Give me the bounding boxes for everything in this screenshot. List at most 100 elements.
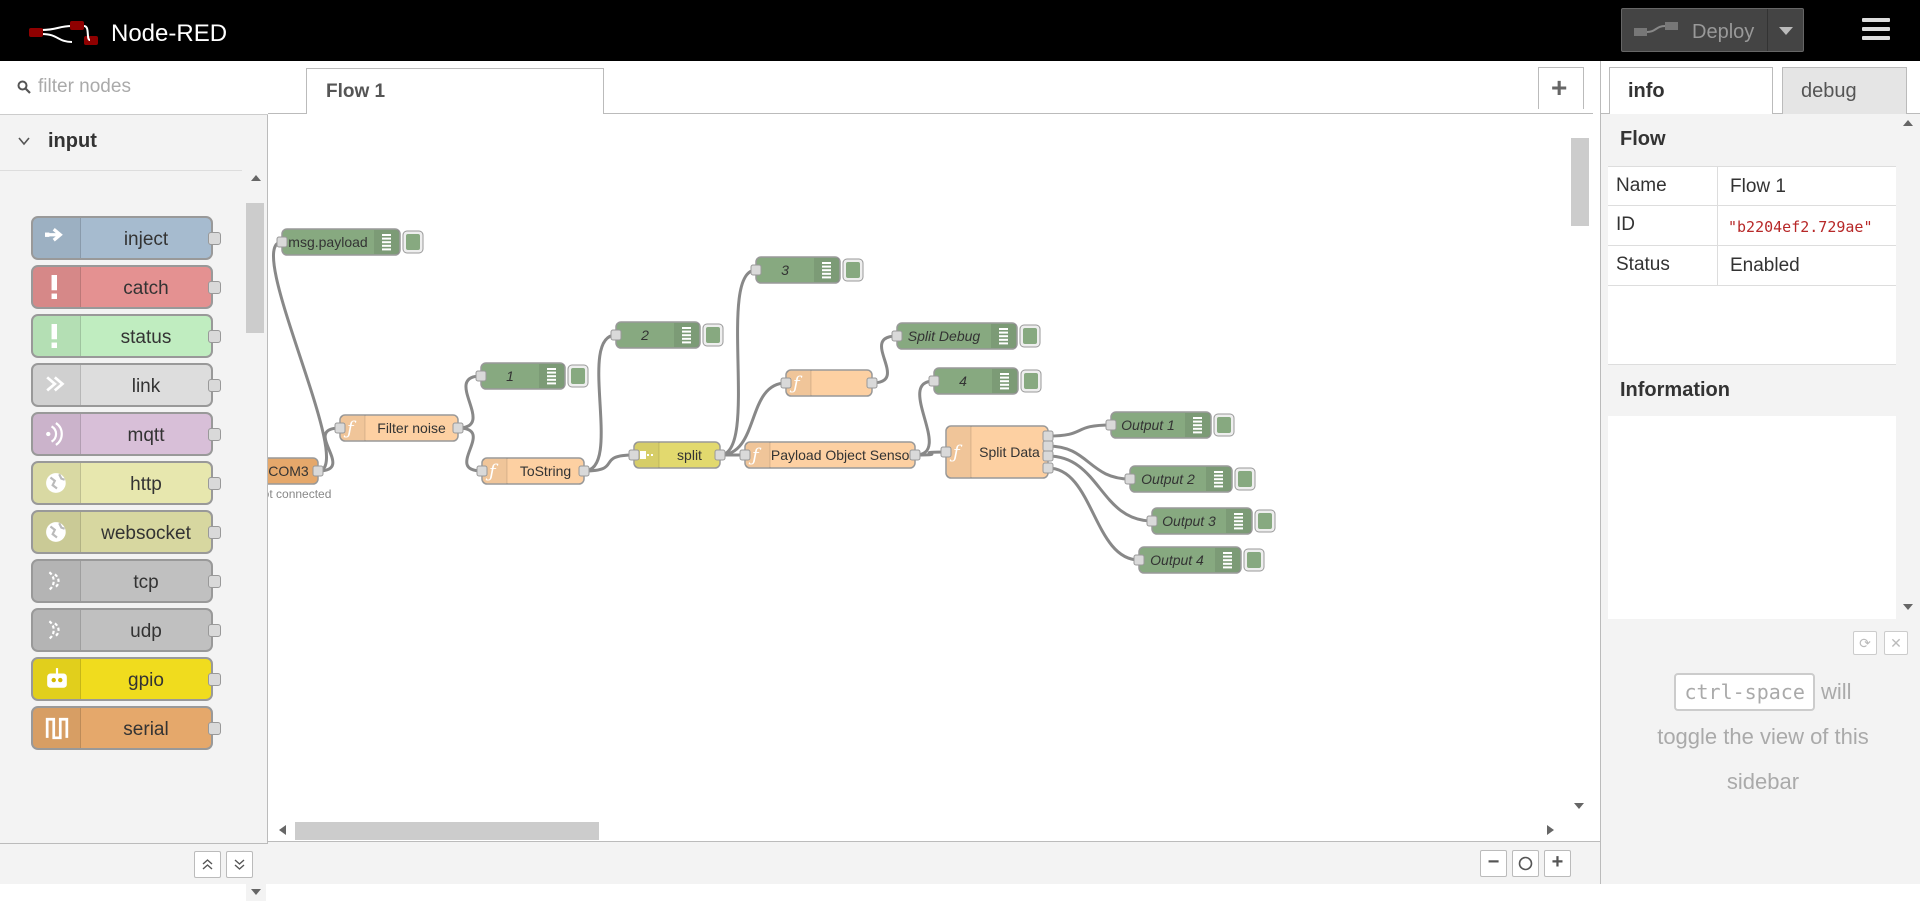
flow-node-output-2[interactable]: Output 2: [1124, 465, 1256, 493]
flow-node-debug-1[interactable]: 1: [475, 362, 589, 390]
flow-wire[interactable]: [914, 379, 935, 457]
caret-down-icon[interactable]: [1779, 27, 1793, 35]
scroll-down-icon[interactable]: [1574, 803, 1584, 809]
information-section-header[interactable]: Information: [1608, 364, 1896, 416]
flow-wire[interactable]: [317, 426, 341, 473]
output-port[interactable]: [208, 330, 221, 343]
scroll-right-icon[interactable]: [1546, 825, 1556, 837]
input-port[interactable]: [780, 377, 792, 389]
scroll-left-icon[interactable]: [278, 825, 288, 837]
flow-wire[interactable]: [583, 333, 617, 473]
palette-node-udp[interactable]: udp: [31, 608, 221, 652]
expand-all-button[interactable]: [226, 851, 253, 878]
scroll-up-icon[interactable]: [251, 175, 261, 181]
input-port[interactable]: [628, 449, 640, 461]
deploy-button[interactable]: Deploy: [1621, 8, 1804, 52]
input-port[interactable]: [1133, 554, 1145, 566]
flow-node-com3[interactable]: COM3: [268, 457, 324, 485]
output-port[interactable]: [208, 575, 221, 588]
output-port[interactable]: [714, 449, 726, 461]
output-port[interactable]: [208, 722, 221, 735]
output-port[interactable]: [208, 232, 221, 245]
input-port[interactable]: [940, 446, 952, 458]
flow-wire[interactable]: [914, 450, 947, 457]
scroll-down-icon[interactable]: [1903, 604, 1913, 610]
add-flow-button[interactable]: +: [1538, 67, 1584, 109]
output-port[interactable]: [208, 428, 221, 441]
collapse-all-button[interactable]: [194, 851, 221, 878]
output-port[interactable]: [866, 377, 878, 389]
palette-node-mqtt[interactable]: mqtt: [31, 412, 221, 456]
flow-wire[interactable]: [457, 374, 482, 430]
output-port[interactable]: [208, 477, 221, 490]
output-port[interactable]: [208, 281, 221, 294]
palette-category-input[interactable]: input: [0, 115, 242, 171]
flow-node-debug-2[interactable]: 2: [610, 321, 724, 349]
flow-node-split[interactable]: split: [628, 441, 726, 469]
output-port[interactable]: [1042, 440, 1054, 452]
input-port[interactable]: [1146, 515, 1158, 527]
tab-flow-1[interactable]: Flow 1: [306, 68, 604, 115]
palette-node-status[interactable]: status: [31, 314, 221, 358]
palette-node-serial[interactable]: serial: [31, 706, 221, 750]
input-port[interactable]: [750, 264, 762, 276]
output-port[interactable]: [208, 673, 221, 686]
refresh-icon[interactable]: ⟳: [1853, 631, 1877, 655]
input-port[interactable]: [610, 329, 622, 341]
palette-scroll-thumb[interactable]: [246, 203, 264, 333]
output-port[interactable]: [452, 422, 464, 434]
palette-node-gpio[interactable]: gpio: [31, 657, 221, 701]
zoom-out-button[interactable]: −: [1480, 850, 1507, 877]
palette-node-inject[interactable]: inject: [31, 216, 221, 260]
flow-node-split-debug[interactable]: Split Debug: [891, 322, 1041, 350]
input-port[interactable]: [928, 375, 940, 387]
canvas-vertical-scrollbar[interactable]: [1566, 114, 1593, 814]
flow-section-header[interactable]: Flow: [1608, 114, 1896, 166]
canvas-horizontal-scrollbar[interactable]: [268, 819, 1566, 841]
close-icon[interactable]: ✕: [1884, 631, 1908, 655]
input-port[interactable]: [891, 330, 903, 342]
flow-node-debug-4[interactable]: 4: [928, 367, 1042, 395]
flow-wire[interactable]: [1047, 466, 1140, 562]
input-port[interactable]: [276, 236, 288, 248]
scroll-up-icon[interactable]: [1903, 120, 1913, 126]
input-port[interactable]: [476, 465, 488, 477]
zoom-reset-button[interactable]: [1512, 850, 1539, 877]
output-port[interactable]: [208, 624, 221, 637]
input-port[interactable]: [475, 370, 487, 382]
input-port[interactable]: [334, 422, 346, 434]
flow-node-unnamed-function[interactable]: ƒ: [780, 369, 878, 397]
output-port[interactable]: [578, 465, 590, 477]
flow-node-debug-3[interactable]: 3: [750, 256, 864, 284]
flow-node-output-4[interactable]: Output 4: [1133, 546, 1265, 574]
palette-scrollbar[interactable]: [246, 171, 266, 901]
zoom-in-button[interactable]: +: [1544, 850, 1571, 877]
canvas-hscroll-thumb[interactable]: [295, 822, 599, 840]
scroll-down-icon[interactable]: [251, 889, 261, 895]
input-port[interactable]: [739, 449, 751, 461]
output-port[interactable]: [312, 465, 324, 477]
main-menu-button[interactable]: [1862, 18, 1890, 40]
tab-info[interactable]: info: [1609, 67, 1773, 114]
flow-wire[interactable]: [1047, 444, 1131, 481]
palette-node-websocket[interactable]: websocket: [31, 510, 221, 554]
filter-nodes-input[interactable]: [38, 73, 258, 101]
flow-wire[interactable]: [1047, 423, 1112, 438]
palette-node-http[interactable]: http: [31, 461, 221, 505]
flow-node-msg-payload[interactable]: msg.payload: [276, 228, 424, 256]
tab-debug[interactable]: debug: [1782, 67, 1907, 114]
flow-wire[interactable]: [271, 240, 329, 473]
flow-wire[interactable]: [583, 453, 635, 473]
flow-node-output-3[interactable]: Output 3: [1146, 507, 1276, 535]
palette-node-tcp[interactable]: tcp: [31, 559, 221, 603]
output-port[interactable]: [208, 526, 221, 539]
output-port[interactable]: [909, 449, 921, 461]
canvas-vscroll-thumb[interactable]: [1571, 138, 1589, 226]
palette-node-catch[interactable]: catch: [31, 265, 221, 309]
flow-wire[interactable]: [871, 334, 898, 385]
sidebar-scrollbar[interactable]: [1898, 114, 1918, 619]
